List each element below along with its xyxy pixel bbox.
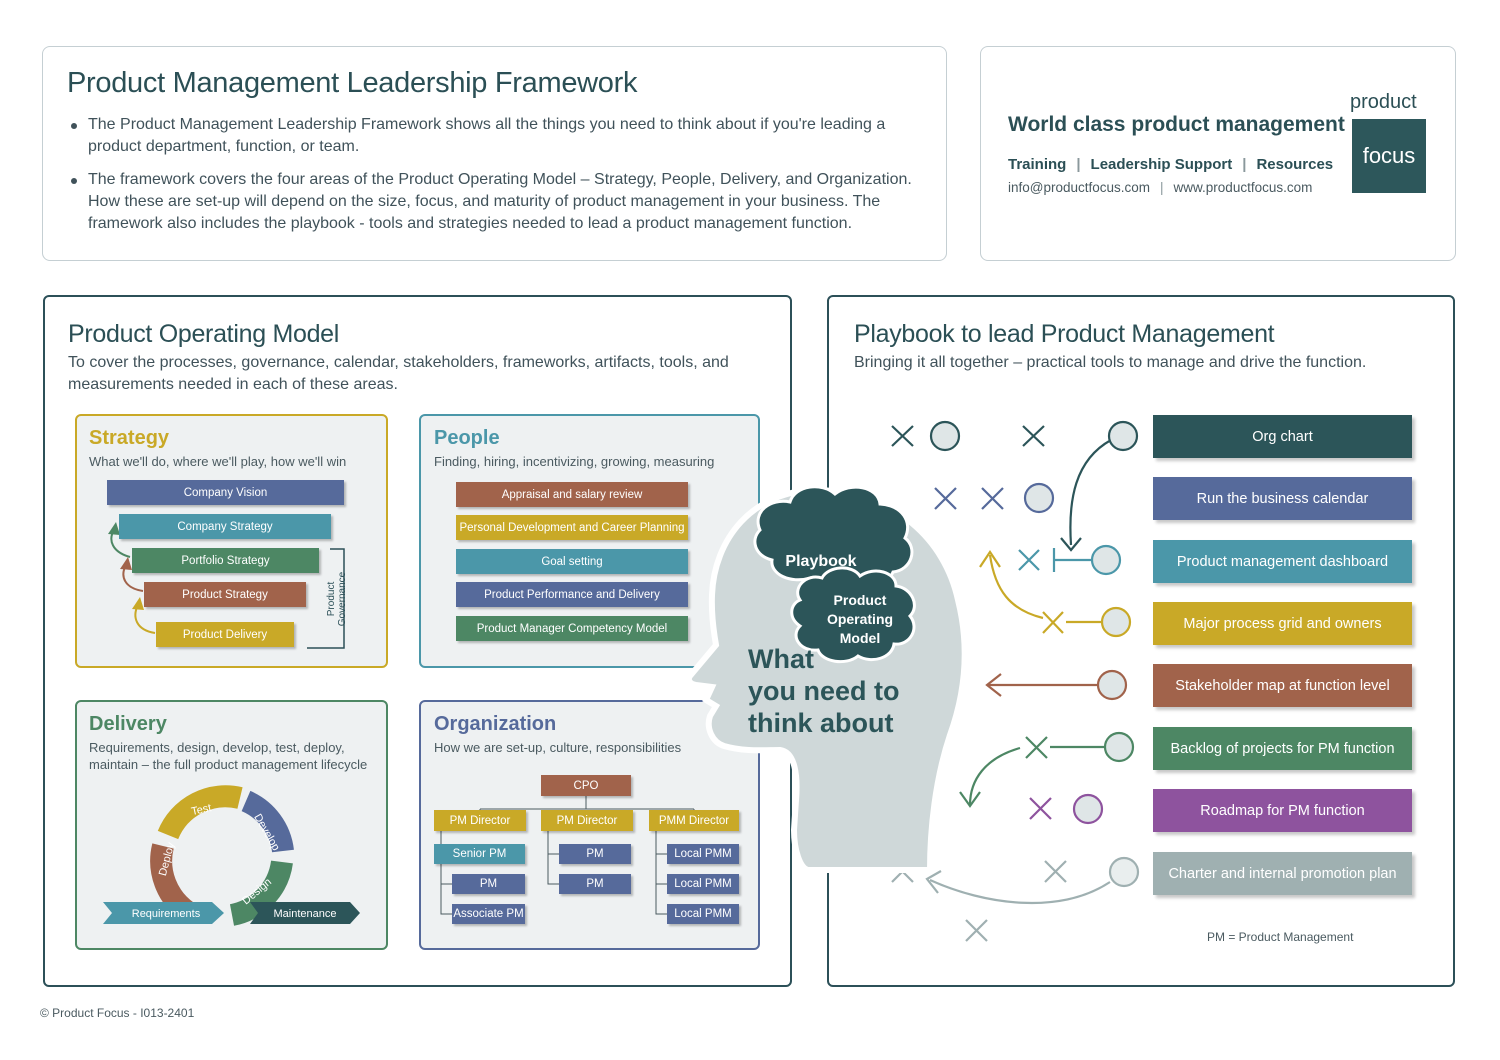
people-item-personal-development: Personal Development and Career Planning xyxy=(456,515,688,540)
brand-tagline: World class product management xyxy=(1008,113,1345,136)
playbook-item-backlog: Backlog of projects for PM function xyxy=(1153,727,1412,770)
email-link[interactable]: info@productfocus.com xyxy=(1008,180,1151,195)
brain-label-playbook: Playbook xyxy=(785,553,856,570)
brand-contacts: info@productfocus.com|www.productfocus.c… xyxy=(1008,180,1313,195)
brain-label-pom-2: Operating xyxy=(827,611,893,627)
operating-model-subtitle: To cover the processes, governance, cale… xyxy=(68,354,729,393)
page-title: Product Management Leadership Framework xyxy=(67,67,638,99)
head-caption-1: What xyxy=(748,644,814,674)
brand-card: World class product management Training|… xyxy=(980,46,1456,261)
training-link[interactable]: Training xyxy=(1008,156,1067,173)
strategy-item-company-vision: Company Vision xyxy=(107,480,344,505)
org-pm-director-1: PM Director xyxy=(434,810,526,831)
strategy-item-portfolio-strategy: Portfolio Strategy xyxy=(132,548,319,573)
org-senior-pm: Senior PM xyxy=(434,844,525,864)
playbook-item-business-calendar: Run the business calendar xyxy=(1153,477,1412,520)
brain-label-pom-1: Product xyxy=(834,592,887,608)
intro-card: Product Management Leadership Framework … xyxy=(42,46,947,261)
playbook-subtitle: Bringing it all together – practical too… xyxy=(854,354,1367,371)
people-item-performance: Product Performance and Delivery xyxy=(456,582,688,607)
cycle-start-requirements: Requirements xyxy=(132,908,201,920)
people-title: People xyxy=(434,427,500,449)
resources-link[interactable]: Resources xyxy=(1256,156,1334,173)
people-item-goal-setting: Goal setting xyxy=(456,549,688,574)
org-local-pmm-3: Local PMM xyxy=(667,904,739,924)
people-item-appraisal: Appraisal and salary review xyxy=(456,482,688,507)
strategy-item-company-strategy: Company Strategy xyxy=(119,514,331,539)
intro-bullet-2: The framework covers the four areas of t… xyxy=(88,171,912,232)
logo-word-focus: focus xyxy=(1362,143,1416,168)
cycle-label-test: Test xyxy=(190,802,212,818)
bullet-dot xyxy=(71,178,77,184)
playbook-item-charter: Charter and internal promotion plan xyxy=(1153,852,1412,895)
leadership-support-link[interactable]: Leadership Support xyxy=(1090,156,1233,173)
brain-label-pom-3: Model xyxy=(840,630,880,646)
people-subtitle: Finding, hiring, incentivizing, growing,… xyxy=(434,454,715,469)
pm-footnote: PM = Product Management xyxy=(1207,930,1354,944)
intro-bullet-1: The Product Management Leadership Framew… xyxy=(88,116,886,155)
org-cpo: CPO xyxy=(541,775,631,796)
strategy-subtitle: What we'll do, where we'll play, how we'… xyxy=(89,454,347,469)
org-pm-director-2: PM Director xyxy=(541,810,633,831)
org-local-pmm-1: Local PMM xyxy=(667,844,739,864)
copyright-footer: © Product Focus - I013-2401 xyxy=(40,1006,195,1020)
delivery-subtitle: Requirements, design, develop, test, dep… xyxy=(89,740,368,772)
org-pm-col1: PM xyxy=(452,874,525,894)
head-caption-2: you need to xyxy=(748,676,900,706)
playbook-item-stakeholder-map: Stakeholder map at function level xyxy=(1153,664,1412,707)
delivery-title: Delivery xyxy=(89,713,167,735)
org-pm-col2-2: PM xyxy=(559,874,631,894)
strategy-item-product-delivery: Product Delivery xyxy=(156,622,294,647)
operating-model-title: Product Operating Model xyxy=(68,320,340,348)
organization-subtitle: How we are set-up, culture, responsibili… xyxy=(434,740,682,755)
strategy-title: Strategy xyxy=(89,427,170,449)
playbook-item-process-grid: Major process grid and owners xyxy=(1153,602,1412,645)
website-link[interactable]: www.productfocus.com xyxy=(1173,180,1313,195)
brand-links: Training|Leadership Support|Resources xyxy=(1008,156,1334,173)
head-caption-3: think about xyxy=(748,708,893,738)
logo-focus-block: focus xyxy=(1352,119,1426,193)
org-associate-pm: Associate PM xyxy=(452,904,525,924)
cycle-end-maintenance: Maintenance xyxy=(274,908,337,920)
org-pm-col2-1: PM xyxy=(559,844,631,864)
playbook-item-roadmap: Roadmap for PM function xyxy=(1153,789,1412,832)
people-item-competency-model: Product Manager Competency Model xyxy=(456,616,688,641)
org-local-pmm-2: Local PMM xyxy=(667,874,739,894)
playbook-item-pm-dashboard: Product management dashboard xyxy=(1153,540,1412,583)
playbook-item-org-chart: Org chart xyxy=(1153,415,1412,458)
bullet-dot xyxy=(71,123,77,129)
organization-title: Organization xyxy=(434,713,557,735)
org-pmm-director: PMM Director xyxy=(649,810,739,831)
logo-word-product: product xyxy=(1350,91,1417,113)
playbook-title: Playbook to lead Product Management xyxy=(854,320,1275,348)
strategy-item-product-strategy: Product Strategy xyxy=(144,582,306,607)
